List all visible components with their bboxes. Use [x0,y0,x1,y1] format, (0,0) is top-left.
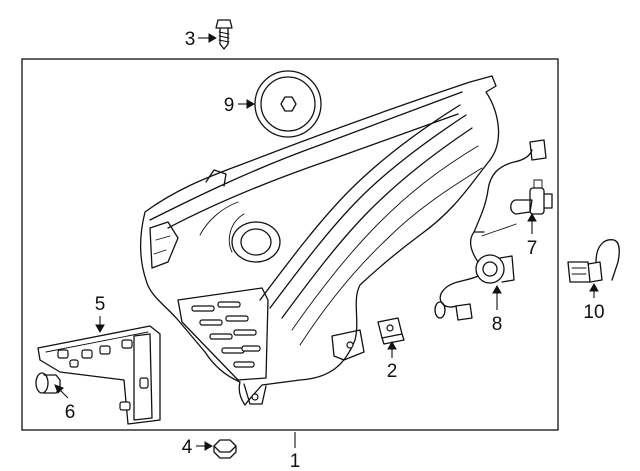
dust-cap [254,70,322,138]
callout-labels: 1 2 3 4 5 6 7 8 9 10 [65,29,605,471]
push-retainer [35,372,61,394]
socket-harness [434,139,547,321]
callout-3: 3 [185,29,196,50]
callout-4: 4 [182,437,193,458]
clip [377,317,405,345]
callout-10: 10 [583,302,604,323]
callout-8: 8 [492,314,503,335]
callout-7: 7 [527,238,538,259]
callout-5: 5 [95,294,106,315]
callout-2: 2 [387,361,398,382]
lower-pod-slots [191,301,261,368]
callout-1: 1 [290,451,301,471]
assembly-frame [21,58,559,431]
connector [567,239,620,283]
nut [213,439,237,459]
screw [215,19,233,50]
bracket [37,325,161,425]
leader-lines [54,33,599,451]
bulb [510,179,553,215]
headlamp-assembly [139,75,500,406]
callout-9: 9 [224,95,235,116]
callout-6: 6 [65,402,76,423]
